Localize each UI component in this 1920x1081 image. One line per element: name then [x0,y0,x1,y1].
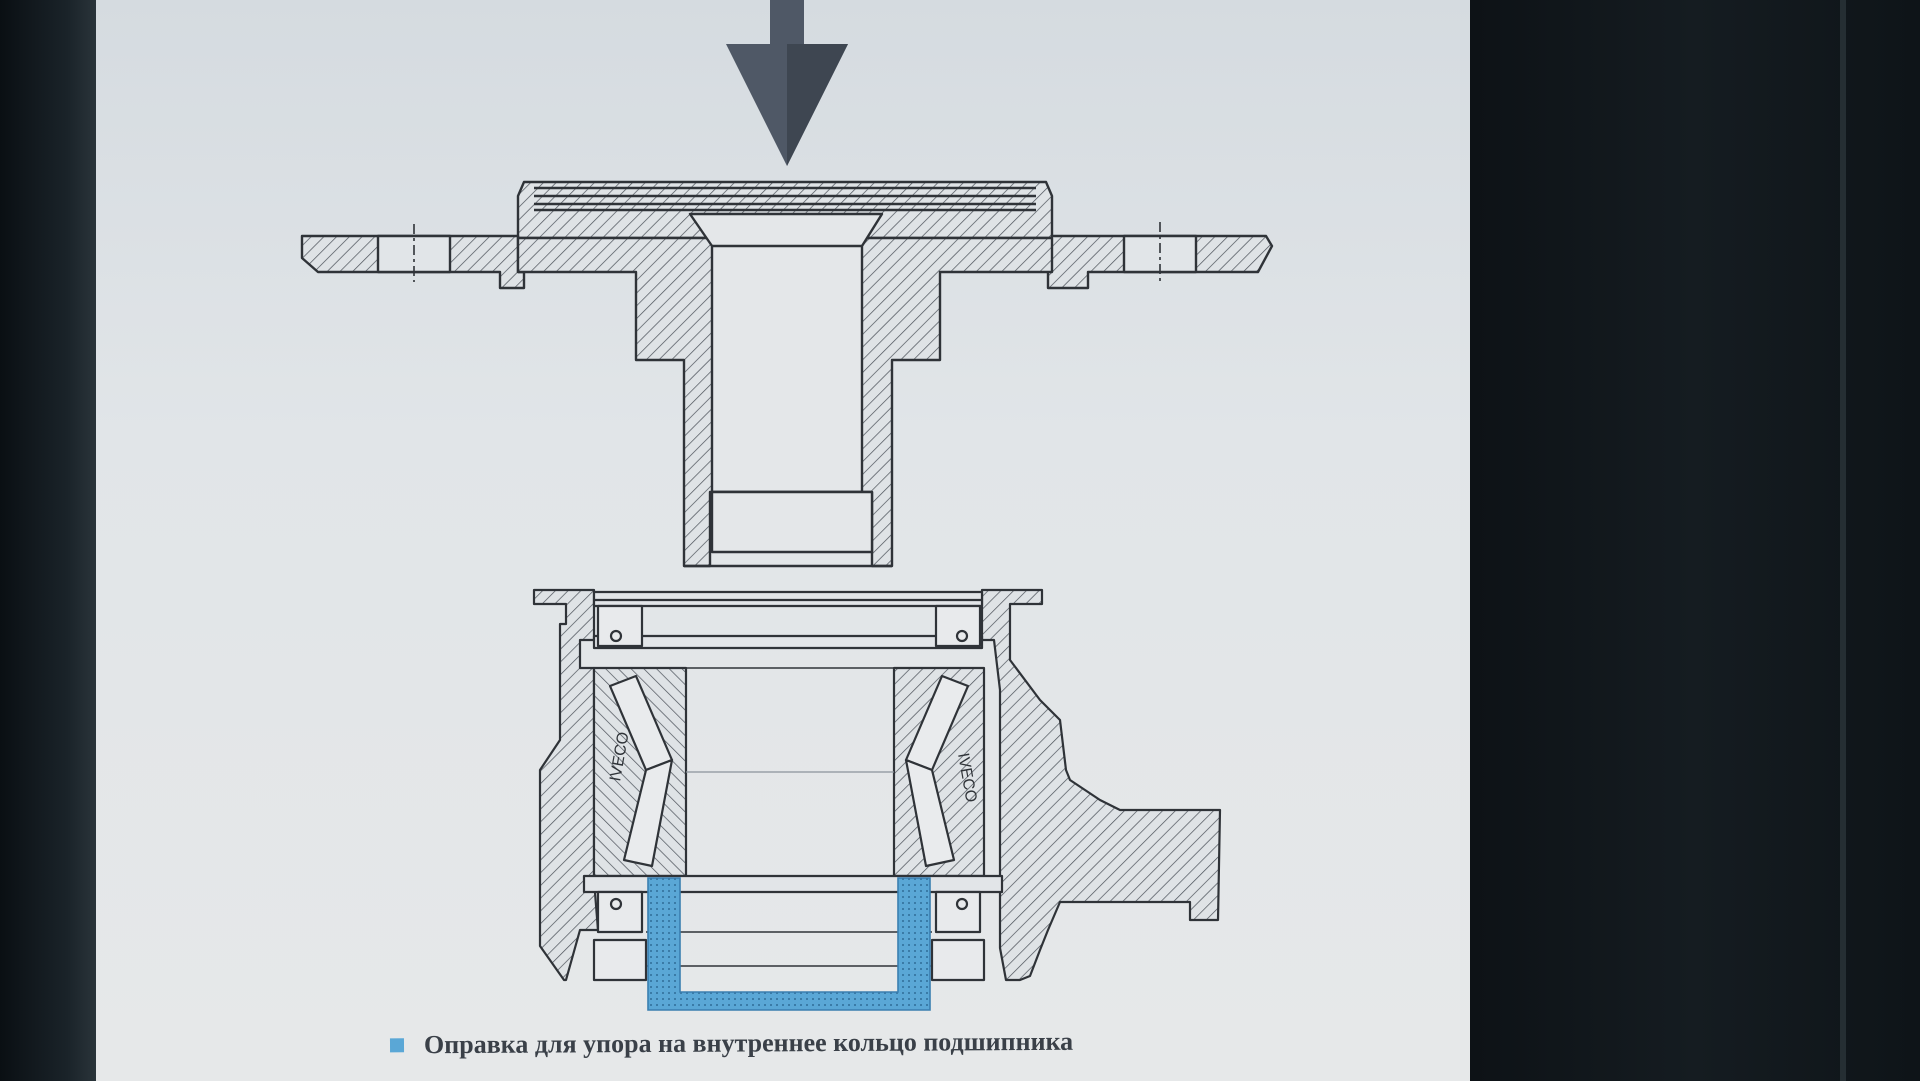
tapered-roller [904,674,970,868]
legend-caption: Оправка для упора на внутреннее кольцо п… [423,1026,1074,1060]
hub-assembly [532,588,1222,982]
monitor-bezel-left [0,0,96,1081]
legend: Оправка для упора на внутреннее кольцо п… [389,1026,1290,1061]
down-arrow-icon [726,0,848,166]
tapered-roller [608,674,674,868]
mandrel-tool [300,180,1274,568]
blue-square-icon [389,1038,405,1053]
monitor-edge [1840,0,1846,1081]
support-mandrel-highlight [647,877,931,1011]
